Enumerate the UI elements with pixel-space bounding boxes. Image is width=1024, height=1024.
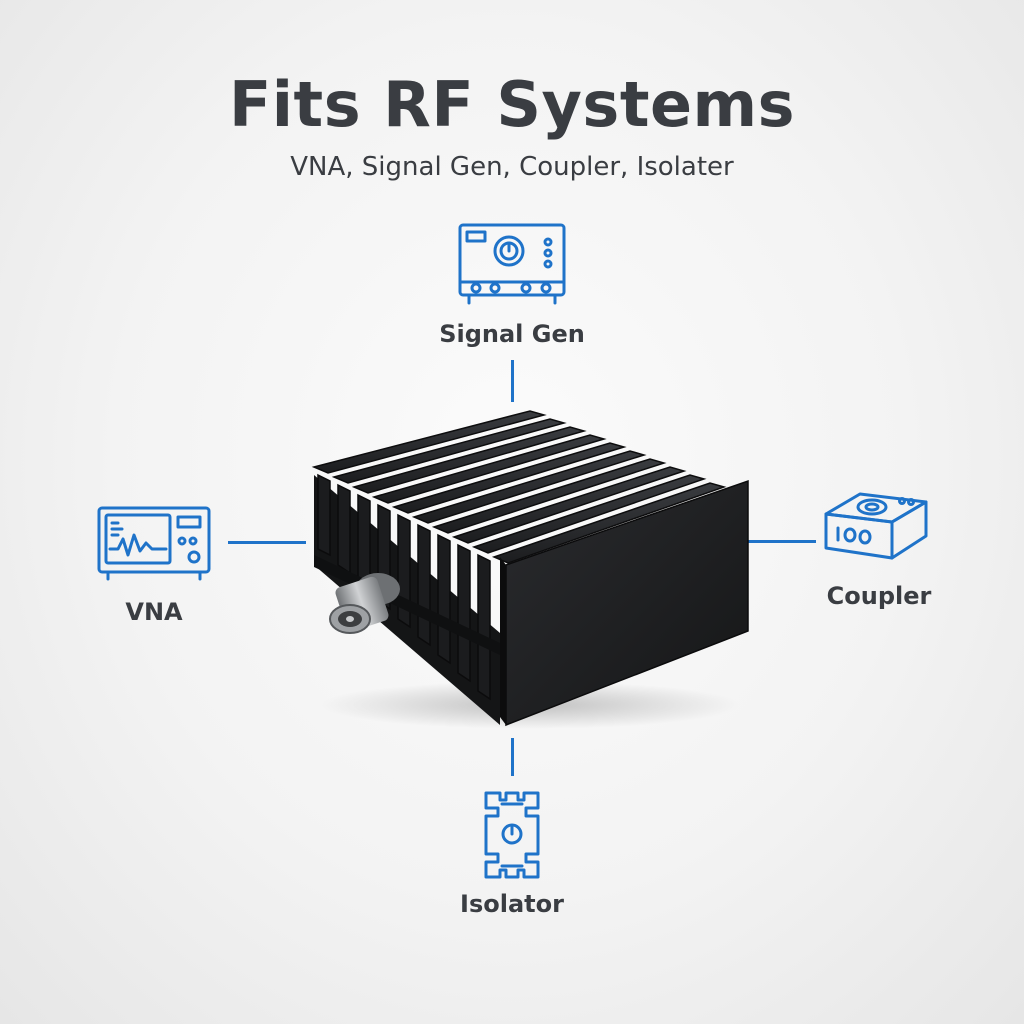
signal-gen-connector-line (511, 360, 514, 402)
isolator-icon (482, 790, 542, 880)
signal-gen-label: Signal Gen (439, 320, 585, 348)
coupler-connector-line (742, 540, 816, 543)
page-subtitle: VNA, Signal Gen, Coupler, Isolater (290, 152, 734, 182)
isolator-label: Isolator (460, 890, 564, 918)
rf-attenuator-heatsink-image (300, 405, 760, 739)
isolator-connector-line (511, 738, 514, 776)
vna-label: VNA (125, 598, 183, 626)
page-title: Fits RF Systems (228, 68, 796, 141)
coupler-icon (820, 486, 930, 562)
vna-connector-line (228, 541, 306, 544)
signal-generator-icon (457, 222, 567, 306)
vna-icon (96, 505, 212, 581)
coupler-label: Coupler (826, 582, 932, 610)
